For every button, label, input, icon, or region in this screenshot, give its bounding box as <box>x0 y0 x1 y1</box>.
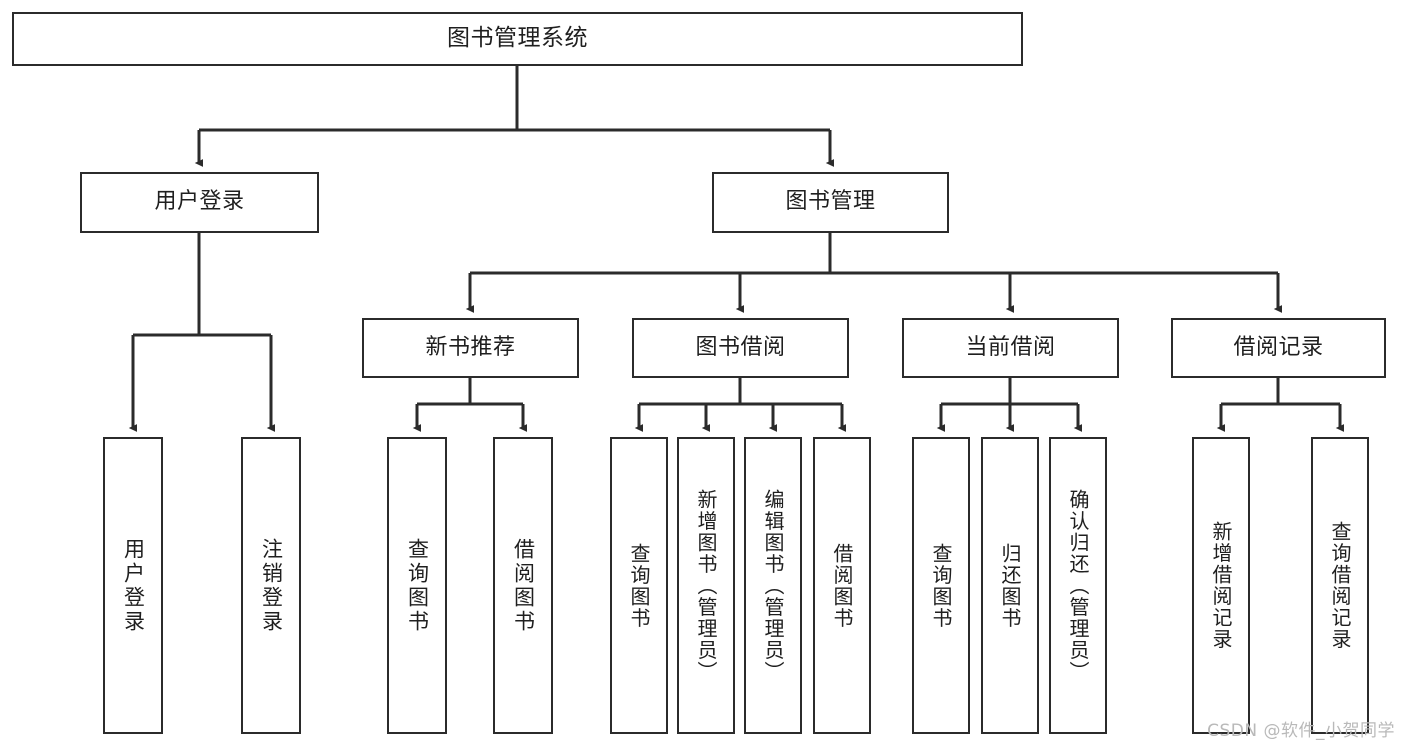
node-label: 查询借阅记录 <box>1328 521 1352 650</box>
node-label: 借阅图书 <box>511 537 536 634</box>
node-book-borrow[interactable]: 图书借阅 <box>632 318 849 378</box>
node-label: 用户登录 <box>154 189 245 215</box>
leaf-borrow-query-book[interactable]: 查询图书 <box>610 437 668 734</box>
node-label: 借阅图书 <box>830 542 854 629</box>
leaf-user-login-logout[interactable]: 注销登录 <box>241 437 301 734</box>
node-label: 新增图书（管理员） <box>694 488 718 683</box>
node-new-book-recommend[interactable]: 新书推荐 <box>362 318 579 378</box>
leaf-current-return-book[interactable]: 归还图书 <box>981 437 1039 734</box>
leaf-borrow-edit-book-admin[interactable]: 编辑图书（管理员） <box>744 437 802 734</box>
node-label: 图书管理系统 <box>447 25 588 52</box>
node-user-login[interactable]: 用户登录 <box>80 172 319 233</box>
watermark-text: CSDN @软件_小贺同学 <box>1207 721 1395 741</box>
node-label: 新书推荐 <box>425 334 516 360</box>
node-borrow-record[interactable]: 借阅记录 <box>1171 318 1386 378</box>
node-label: 借阅记录 <box>1233 334 1324 360</box>
leaf-recommend-query-book[interactable]: 查询图书 <box>387 437 447 734</box>
node-label: 用户登录 <box>121 537 146 634</box>
leaf-borrow-borrow-book[interactable]: 借阅图书 <box>813 437 871 734</box>
leaf-current-query-book[interactable]: 查询图书 <box>912 437 970 734</box>
node-label: 图书借阅 <box>695 334 786 360</box>
node-label: 注销登录 <box>259 537 284 634</box>
node-root-system[interactable]: 图书管理系统 <box>12 12 1023 66</box>
leaf-user-login-login[interactable]: 用户登录 <box>103 437 163 734</box>
node-label: 归还图书 <box>998 542 1022 629</box>
node-label: 确认归还（管理员） <box>1066 488 1090 683</box>
node-label: 查询图书 <box>405 537 430 634</box>
node-label: 当前借阅 <box>965 334 1056 360</box>
leaf-recommend-borrow-book[interactable]: 借阅图书 <box>493 437 553 734</box>
node-book-management[interactable]: 图书管理 <box>712 172 949 233</box>
leaf-record-add-record[interactable]: 新增借阅记录 <box>1192 437 1250 734</box>
node-label: 查询图书 <box>627 542 651 629</box>
node-label: 新增借阅记录 <box>1209 521 1233 650</box>
node-label: 查询图书 <box>929 542 953 629</box>
node-label: 图书管理 <box>785 189 876 215</box>
leaf-current-confirm-return-admin[interactable]: 确认归还（管理员） <box>1049 437 1107 734</box>
node-label: 编辑图书（管理员） <box>761 488 785 683</box>
leaf-borrow-add-book-admin[interactable]: 新增图书（管理员） <box>677 437 735 734</box>
leaf-record-query-record[interactable]: 查询借阅记录 <box>1311 437 1369 734</box>
node-current-borrow[interactable]: 当前借阅 <box>902 318 1119 378</box>
